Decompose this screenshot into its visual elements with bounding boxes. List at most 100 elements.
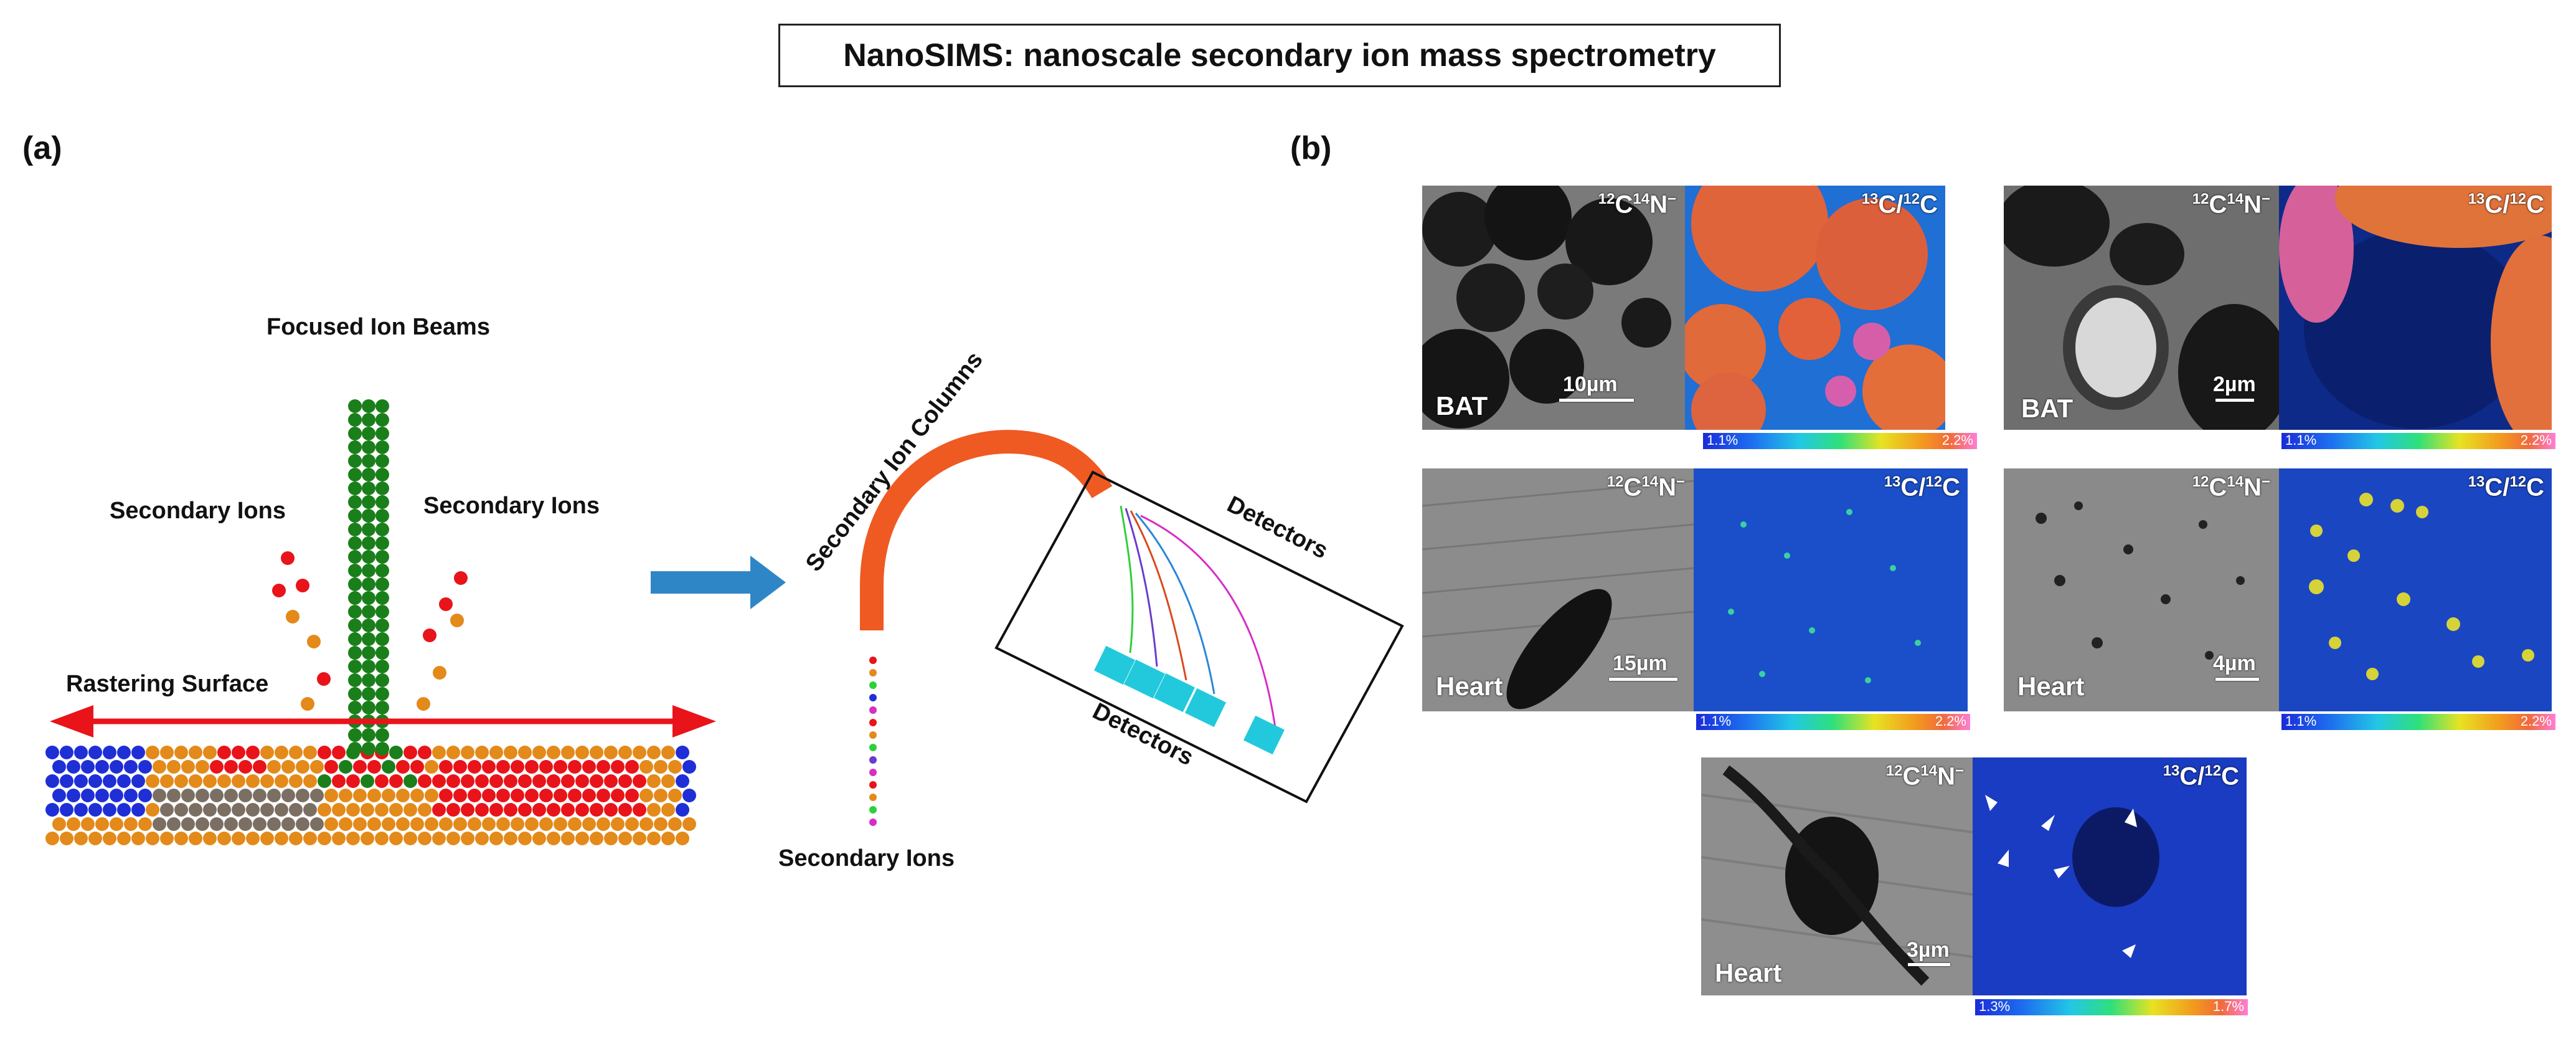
ion-particle: [396, 789, 410, 802]
ion-particle: [482, 789, 496, 802]
ion-particle: [348, 536, 362, 550]
colorbar-min: 1.1%: [2285, 713, 2317, 729]
ion-particle: [446, 746, 460, 759]
ion-particle: [654, 760, 668, 774]
ion-particle: [138, 817, 152, 831]
ion-particle: [324, 789, 338, 802]
ion-particle: [174, 832, 188, 845]
ion-particle: [210, 817, 224, 831]
ion-particle: [217, 746, 231, 759]
ion-particle: [532, 774, 546, 788]
ion-particle: [547, 774, 560, 788]
tile-heart-1-cn-image: 12C14N− 15µm Heart: [1422, 468, 1694, 711]
ion-particle: [146, 803, 159, 817]
ion-particle: [432, 832, 446, 845]
ion-particle: [511, 817, 524, 831]
ion-particle: [682, 817, 696, 831]
ion-particle: [375, 413, 389, 427]
ion-particle: [582, 760, 596, 774]
ion-particle: [296, 817, 309, 831]
scale-bar: [1908, 963, 1950, 966]
ion-particle: [348, 550, 362, 564]
ion-particle: [582, 817, 596, 831]
ion-particle: [348, 523, 362, 536]
ion-particle: [604, 746, 618, 759]
ion-particle: [869, 806, 877, 814]
ion-particle: [475, 803, 489, 817]
ion-particle: [103, 832, 116, 845]
colorbar: 1.1% 2.2%: [2281, 713, 2555, 730]
ion-particle: [81, 817, 95, 831]
ion-particle: [153, 817, 166, 831]
ion-particle: [618, 746, 632, 759]
ion-particle: [318, 774, 331, 788]
ion-particle: [45, 746, 59, 759]
ion-particle: [348, 646, 362, 660]
ion-particle: [446, 832, 460, 845]
colorbar-min: 1.1%: [1707, 432, 1739, 448]
cn-label: 12C14N−: [1606, 473, 1685, 501]
ion-particle: [389, 803, 403, 817]
ion-particle: [504, 832, 517, 845]
detectors-top-label: Detectors: [1223, 491, 1332, 564]
ratio-label: 13C/12C: [2163, 762, 2239, 790]
ion-particle: [362, 495, 375, 509]
ion-particle: [131, 774, 145, 788]
ion-particle: [88, 746, 102, 759]
ion-particle: [74, 832, 88, 845]
ion-particle: [375, 803, 389, 817]
scale-label: 2µm: [2213, 373, 2256, 396]
ion-particle: [611, 817, 625, 831]
ion-particle: [348, 673, 362, 687]
ion-particle: [367, 817, 381, 831]
ion-particle: [60, 832, 73, 845]
cn-label: 12C14N−: [1885, 762, 1964, 790]
ion-particle: [389, 746, 403, 759]
ion-particle: [597, 760, 610, 774]
ion-particle: [869, 769, 877, 776]
ion-particle: [339, 760, 352, 774]
ion-particle: [682, 760, 696, 774]
scale-bar: [1559, 399, 1634, 402]
ion-particle: [375, 495, 389, 509]
scale-label: 4µm: [2213, 652, 2256, 675]
ion-particle: [375, 454, 389, 468]
ratio-label: 13C/12C: [2468, 191, 2544, 219]
ion-particle: [275, 774, 288, 788]
ion-particle: [246, 803, 260, 817]
cn-label: 12C14N−: [1598, 191, 1676, 219]
ion-particle: [382, 760, 395, 774]
ion-particle: [532, 832, 546, 845]
ion-particle: [432, 746, 446, 759]
sample-lattice: [45, 746, 696, 845]
ion-particle: [604, 832, 618, 845]
ion-particle: [489, 803, 503, 817]
ion-particle: [654, 817, 668, 831]
ion-particle: [88, 832, 102, 845]
ion-particle: [468, 760, 481, 774]
ion-particle: [103, 774, 116, 788]
ion-particle: [196, 817, 209, 831]
ion-particle: [547, 832, 560, 845]
ion-particle: [554, 789, 567, 802]
ion-particle: [348, 564, 362, 577]
ion-particle: [375, 701, 389, 714]
sputtered-ions: [272, 551, 468, 711]
ion-particle: [361, 803, 374, 817]
ion-particle: [482, 817, 496, 831]
ion-particle: [633, 832, 646, 845]
tissue-label: Heart: [1715, 958, 1782, 987]
ion-particle: [281, 551, 295, 565]
colorbar-max: 2.2%: [2520, 713, 2552, 729]
ion-particle: [547, 803, 560, 817]
ion-particle: [375, 427, 389, 440]
ion-particle: [362, 728, 375, 742]
ion-particle: [95, 817, 109, 831]
ion-particle: [362, 591, 375, 605]
ion-particle: [869, 819, 877, 826]
ion-particle: [348, 701, 362, 714]
ion-particle: [131, 746, 145, 759]
ion-particle: [296, 579, 309, 592]
scale-bar: [2215, 678, 2259, 681]
ion-particle: [117, 832, 131, 845]
